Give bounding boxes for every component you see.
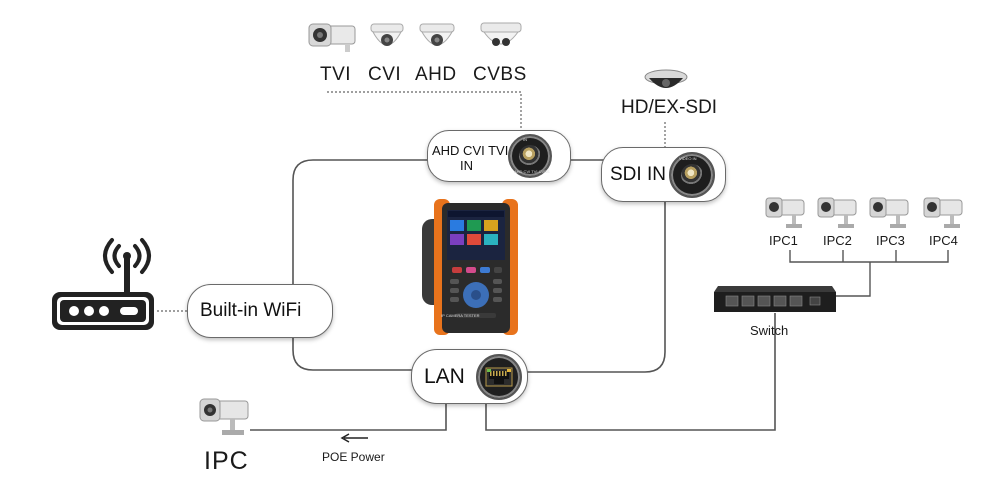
bnc-port-icon: IN AHD CVI TVI CVBS [508, 134, 552, 178]
arrow-left-icon [340, 433, 368, 443]
tvi-label: TVI [320, 64, 352, 85]
port-text-top: IN [523, 137, 527, 142]
ipc1-label: IPC1 [769, 233, 798, 248]
lan-node: LAN [411, 349, 528, 404]
analog-input-label-line1: AHD CVI TVI [432, 143, 509, 158]
ipc3-camera-icon [869, 197, 909, 228]
sdi-bnc-port-icon: VIDEO IN [669, 152, 715, 198]
sdi-camera-label: HD/EX-SDI [621, 97, 718, 118]
sdi-port-text: VIDEO IN [679, 156, 697, 161]
dome-camera-icon [480, 22, 522, 46]
port-text-bottom: AHD CVI TVI CVBS [514, 169, 550, 174]
ethernet-port-icon [476, 354, 522, 400]
lan-label: LAN [424, 365, 465, 388]
ahd-label: AHD [415, 64, 457, 85]
cvbs-label: CVBS [473, 64, 527, 85]
ipc3-label: IPC3 [876, 233, 905, 248]
analog-input-label-line2: IN [460, 158, 473, 173]
dome-camera-icon [370, 23, 404, 46]
switch-label: Switch [750, 323, 789, 338]
poe-power-label: POE Power [322, 450, 385, 464]
bullet-camera-icon [308, 23, 356, 52]
cctv-tester-icon [422, 199, 518, 335]
wifi-label: Built-in WiFi [200, 300, 302, 321]
ipc2-label: IPC2 [823, 233, 852, 248]
poe-ipc-label: IPC [204, 447, 249, 475]
device-brand: IP CAMERA TESTER [441, 313, 480, 318]
ipc1-camera-icon [765, 197, 805, 228]
analog-input-node: AHD CVI TVI IN IN AHD CVI TVI CVBS [427, 130, 571, 182]
ipc2-camera-icon [817, 197, 857, 228]
wifi-node: Built-in WiFi [187, 284, 333, 338]
sdi-camera-icon [644, 69, 688, 88]
cvi-label: CVI [368, 64, 402, 85]
ipc4-label: IPC4 [929, 233, 958, 248]
poe-ipc-camera-icon [199, 398, 249, 435]
sdi-in-label: SDI IN [610, 164, 666, 185]
sdi-input-node: SDI IN VIDEO IN [601, 147, 726, 202]
dome-camera-icon [419, 23, 455, 46]
wifi-router-icon [52, 238, 154, 330]
network-switch-icon [714, 286, 836, 312]
ipc4-camera-icon [923, 197, 963, 228]
